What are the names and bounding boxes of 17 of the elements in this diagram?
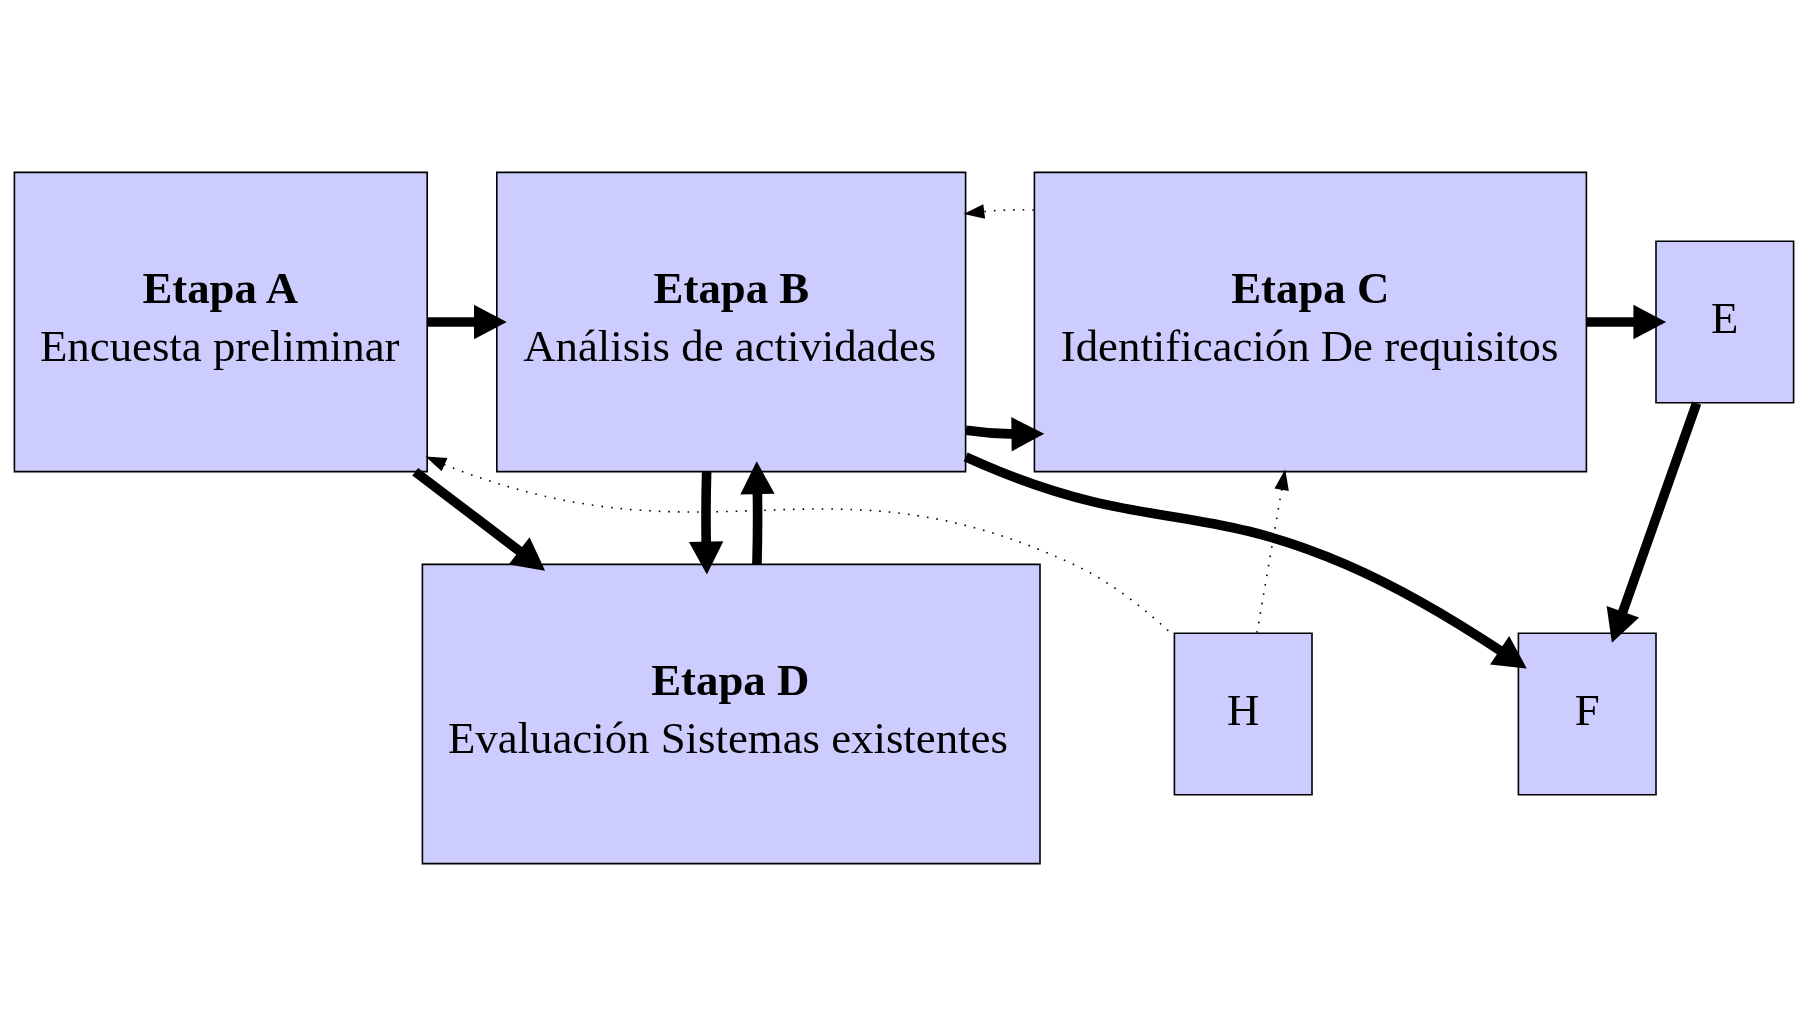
node-box: H (1173, 632, 1313, 796)
node-box: Etapa A Encuesta preliminar (13, 171, 428, 473)
arrow (963, 204, 1035, 219)
arrow (740, 461, 775, 565)
node-box: Etapa C Identificación De requisitos (1033, 171, 1588, 473)
node-box: Etapa B Análisis de actividades (496, 171, 967, 473)
arrow (1586, 304, 1667, 340)
arrow (427, 304, 507, 340)
arrow (963, 452, 1527, 669)
arrow (1606, 401, 1702, 643)
arrow (412, 467, 546, 571)
node-box: Etapa D Evaluación Sistemas existentes (421, 563, 1041, 865)
node-box: E (1655, 240, 1795, 404)
arrow (1256, 469, 1289, 634)
arrow (688, 471, 724, 575)
node-box: F (1517, 632, 1657, 796)
arrow (965, 417, 1045, 452)
